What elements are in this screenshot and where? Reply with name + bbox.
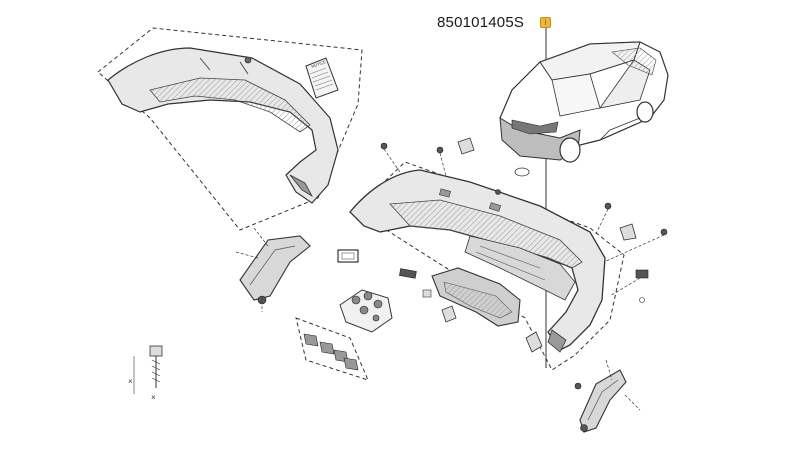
callout-marker-icon[interactable]: i xyxy=(540,17,551,28)
svg-text:×: × xyxy=(151,393,156,402)
car-wheel-front xyxy=(559,137,581,163)
bolt-detail-icon: × × xyxy=(128,345,163,402)
clip-fastener-icon[interactable] xyxy=(495,189,501,195)
small-parts-cluster xyxy=(337,137,668,353)
clip-fastener-icon[interactable] xyxy=(319,341,335,355)
clip-fastener-icon[interactable] xyxy=(660,228,668,236)
left-mounting-bracket[interactable] xyxy=(235,227,311,312)
clip-fastener-icon[interactable] xyxy=(441,305,457,323)
clip-fastener-icon[interactable] xyxy=(399,268,417,279)
clip-fastener-icon[interactable] xyxy=(604,202,612,210)
plate-bracket-icon[interactable] xyxy=(337,249,359,263)
clip-fastener-icon[interactable] xyxy=(303,333,319,347)
clip-fastener-icon[interactable] xyxy=(514,167,530,177)
bracket-icon[interactable] xyxy=(525,331,543,353)
bumper-lower-grille xyxy=(464,235,576,301)
clip-set-group xyxy=(295,317,369,381)
clip-fastener-icon[interactable] xyxy=(244,56,252,64)
clip-fastener-icon[interactable] xyxy=(635,269,649,279)
notice-document-label: NOTICE xyxy=(311,59,327,69)
bumper-upper-grille xyxy=(389,199,583,269)
lower-grille-insert[interactable] xyxy=(431,267,521,327)
front-bumper-cover[interactable] xyxy=(349,169,606,353)
bumper-variant-lip xyxy=(289,174,314,198)
clip-fastener-icon[interactable] xyxy=(639,297,645,303)
right-mounting-bracket[interactable] xyxy=(574,359,641,433)
clip-fastener-icon[interactable] xyxy=(422,289,432,298)
car-front-view xyxy=(499,41,669,163)
clip-fastener-icon[interactable] xyxy=(436,146,444,154)
fastener-box-icon[interactable] xyxy=(339,289,393,333)
clip-fastener-icon[interactable] xyxy=(343,357,359,371)
bracket-icon[interactable] xyxy=(457,137,475,155)
clip-fastener-icon[interactable] xyxy=(380,142,388,150)
notice-document-icon[interactable]: NOTICE xyxy=(305,57,339,99)
bracket-icon[interactable] xyxy=(619,223,637,241)
part-number-label[interactable]: 850101405S xyxy=(437,14,525,31)
car-wheel-rear xyxy=(636,101,654,123)
svg-text:×: × xyxy=(128,377,133,386)
bumper-variant-grille xyxy=(149,77,311,133)
bumper-variant-group: NOTICE xyxy=(97,27,363,231)
